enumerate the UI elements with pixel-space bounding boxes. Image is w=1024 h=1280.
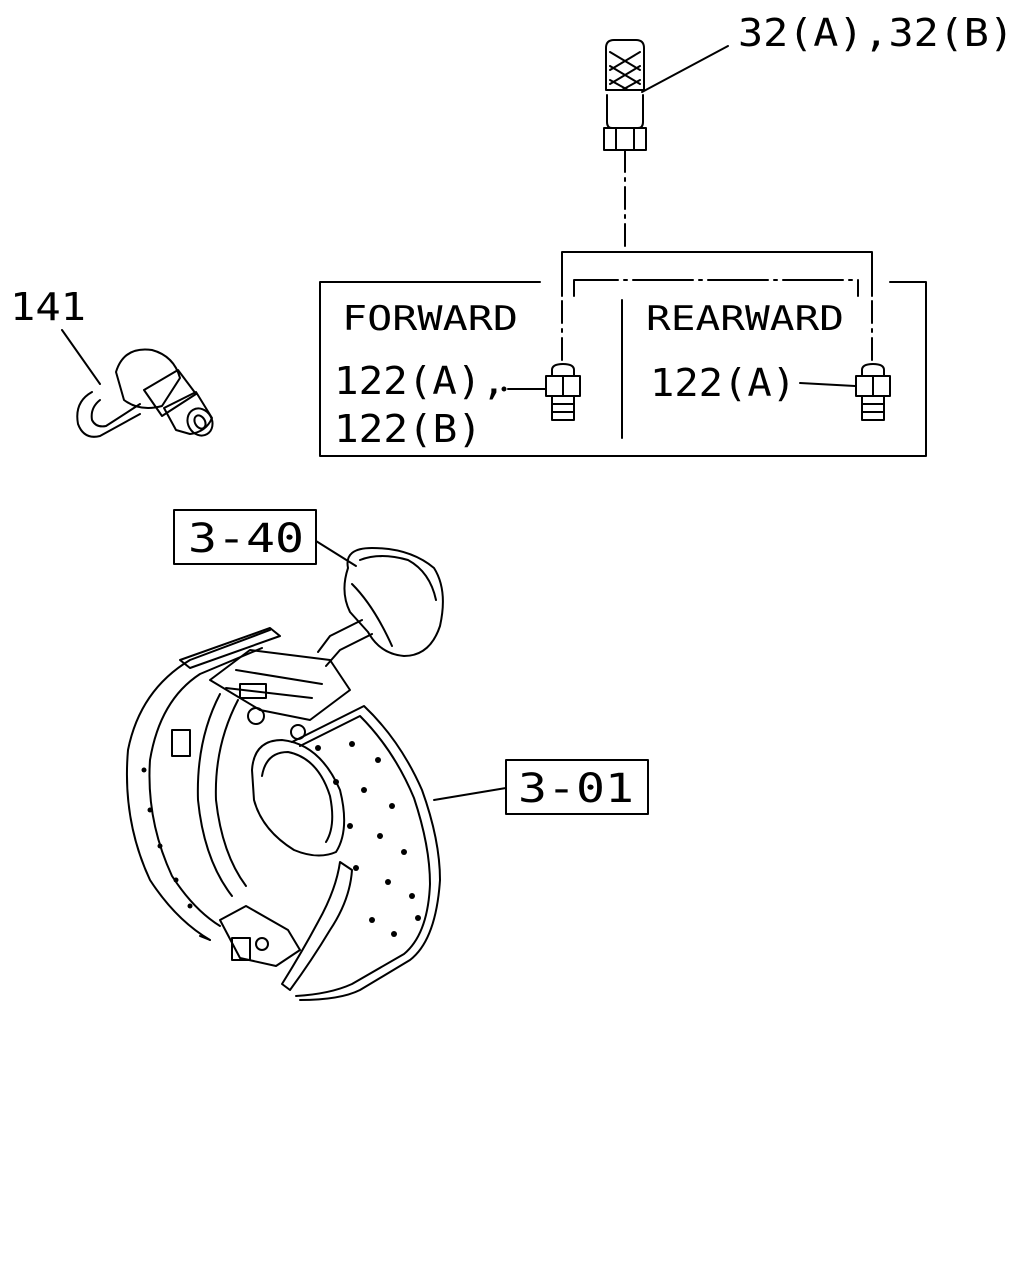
ref-box-3-40 bbox=[173, 509, 317, 565]
leader-3-40 bbox=[315, 540, 357, 567]
bracket-inner bbox=[573, 279, 859, 297]
leader-122-rearward bbox=[799, 382, 856, 387]
brake-assembly-drawing bbox=[125, 547, 444, 1001]
ref-3-40[interactable]: 3-40 bbox=[188, 516, 304, 562]
leader-32 bbox=[641, 45, 729, 93]
valve-141-drawing bbox=[76, 348, 214, 438]
forward-part-line2: 122(B) bbox=[334, 407, 482, 451]
callout-141: 141 bbox=[10, 285, 86, 329]
rearward-heading: REARWARD bbox=[646, 299, 844, 339]
forward-heading: FORWARD bbox=[342, 299, 518, 339]
grease-hose-drawing bbox=[603, 39, 647, 151]
ref-box-3-01 bbox=[505, 759, 649, 815]
center-lines bbox=[561, 149, 873, 361]
grease-nipple-rearward bbox=[855, 363, 891, 421]
leader-141 bbox=[61, 329, 101, 385]
leader-3-01 bbox=[433, 787, 507, 801]
rearward-part: 122(A) bbox=[650, 361, 796, 405]
branch-bracket bbox=[561, 251, 873, 297]
grease-nipple-forward bbox=[545, 363, 581, 421]
lining-rivets bbox=[141, 741, 421, 937]
ref-3-01[interactable]: 3-01 bbox=[518, 766, 634, 812]
panel-frame bbox=[319, 281, 927, 457]
callout-32: 32(A),32(B) bbox=[738, 11, 1014, 55]
forward-part-line1: 122(A), bbox=[334, 359, 506, 403]
